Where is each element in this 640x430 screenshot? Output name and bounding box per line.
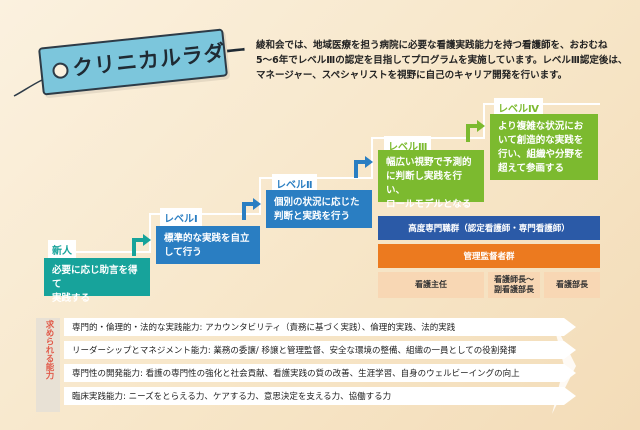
level-text: に判断し実践を行い、 (386, 171, 463, 196)
role-director: 看護部長 (544, 272, 600, 298)
level-box-2: 個別の状況に応じた 判断と実践を行う (266, 190, 372, 228)
competency-arrow-icon (552, 318, 576, 414)
competency-row: リーダーシップとマネジメント能力: 業務の委譲/ 移譲と管理監督、安全な環境の整… (64, 341, 564, 359)
step-arrow-icon (242, 198, 261, 220)
role-chief-nurse: 看護主任 (378, 272, 484, 298)
level-text: 幅広い視野で予測的 (386, 157, 472, 168)
level-box-3: 幅広い視野で予測的 に判断し実践を行い、 ロールモデルとなる (378, 150, 484, 210)
level-text: 必要に応じ助言を得て (52, 265, 138, 290)
competency-row: 臨床実践能力: ニーズをとらえる力、ケアする力、意思決定を支える力、協働する力 (64, 387, 564, 405)
tag-hole (51, 61, 70, 80)
competency-side-panel (36, 318, 60, 412)
level-text: 個別の状況に応じた (274, 197, 360, 208)
competency-side-label: 求められる能力 (44, 320, 54, 380)
level-text: 超えて参画する (498, 163, 565, 174)
management-group-band: 管理監督者群 (378, 244, 600, 268)
level-text: 標準的な実践を自立 (164, 233, 250, 244)
intro-text: 綾和会では、地域医療を担う病院に必要な看護実践能力を持つ看護師を、おおむね 5～… (256, 38, 628, 83)
intro-line: 綾和会では、地域医療を担う病院に必要な看護実践能力を持つ看護師を、おおむね (256, 40, 608, 51)
intro-line: 5～6年でレベルⅢの認定を目指してプログラムを実施しています。レベルⅢ認定後は、 (256, 55, 628, 66)
level-box-1: 標準的な実践を自立 して行う (156, 226, 260, 264)
role-head-nurse: 看護師長～ 副看護部長 (488, 272, 540, 298)
level-text: 実践する (52, 293, 91, 304)
level-text: 行い、組織や分野を (498, 149, 584, 160)
specialist-group-band: 高度専門職群（認定看護師・専門看護師） (378, 216, 600, 240)
level-label-1: レベルⅠ (160, 208, 202, 227)
level-box-4: より複雑な状況にお いて創造的な実践を 行い、組織や分野を 超えて参画する (490, 114, 598, 180)
level-box-new: 必要に応じ助言を得て 実践する (44, 258, 150, 304)
level-label-new: 新人 (48, 240, 76, 259)
level-label-4: レベルⅣ (494, 98, 543, 117)
competency-row-tip (564, 387, 576, 405)
level-text: 判断と実践を行う (274, 211, 351, 222)
level-text: ロールモデルとなる (386, 199, 472, 210)
title-tag: クリニカルラダー (38, 28, 249, 96)
intro-line: マネージャー、スペシャリストを視野に自己のキャリア開発を行います。 (256, 70, 568, 81)
level-text: して行う (164, 247, 202, 258)
level-label-2: レベルⅡ (272, 174, 317, 193)
step-arrow-icon (132, 234, 151, 256)
step-arrow-icon (354, 156, 373, 178)
tag-string (13, 79, 43, 97)
level-text: より複雑な状況にお (498, 121, 584, 132)
page-title: クリニカルラダー (71, 38, 249, 81)
competency-row: 専門的・倫理的・法的な実践能力: アカウンタビリティ（責務に基づく実践）、倫理的… (64, 318, 564, 336)
step-arrow-icon (466, 120, 485, 142)
competency-row-tip (564, 318, 576, 336)
level-text: いて創造的な実践を (498, 135, 584, 146)
competency-row: 専門性の開発能力: 看護の専門性の強化と社会貢献、看護実践の質の改善、生涯学習、… (64, 364, 564, 382)
